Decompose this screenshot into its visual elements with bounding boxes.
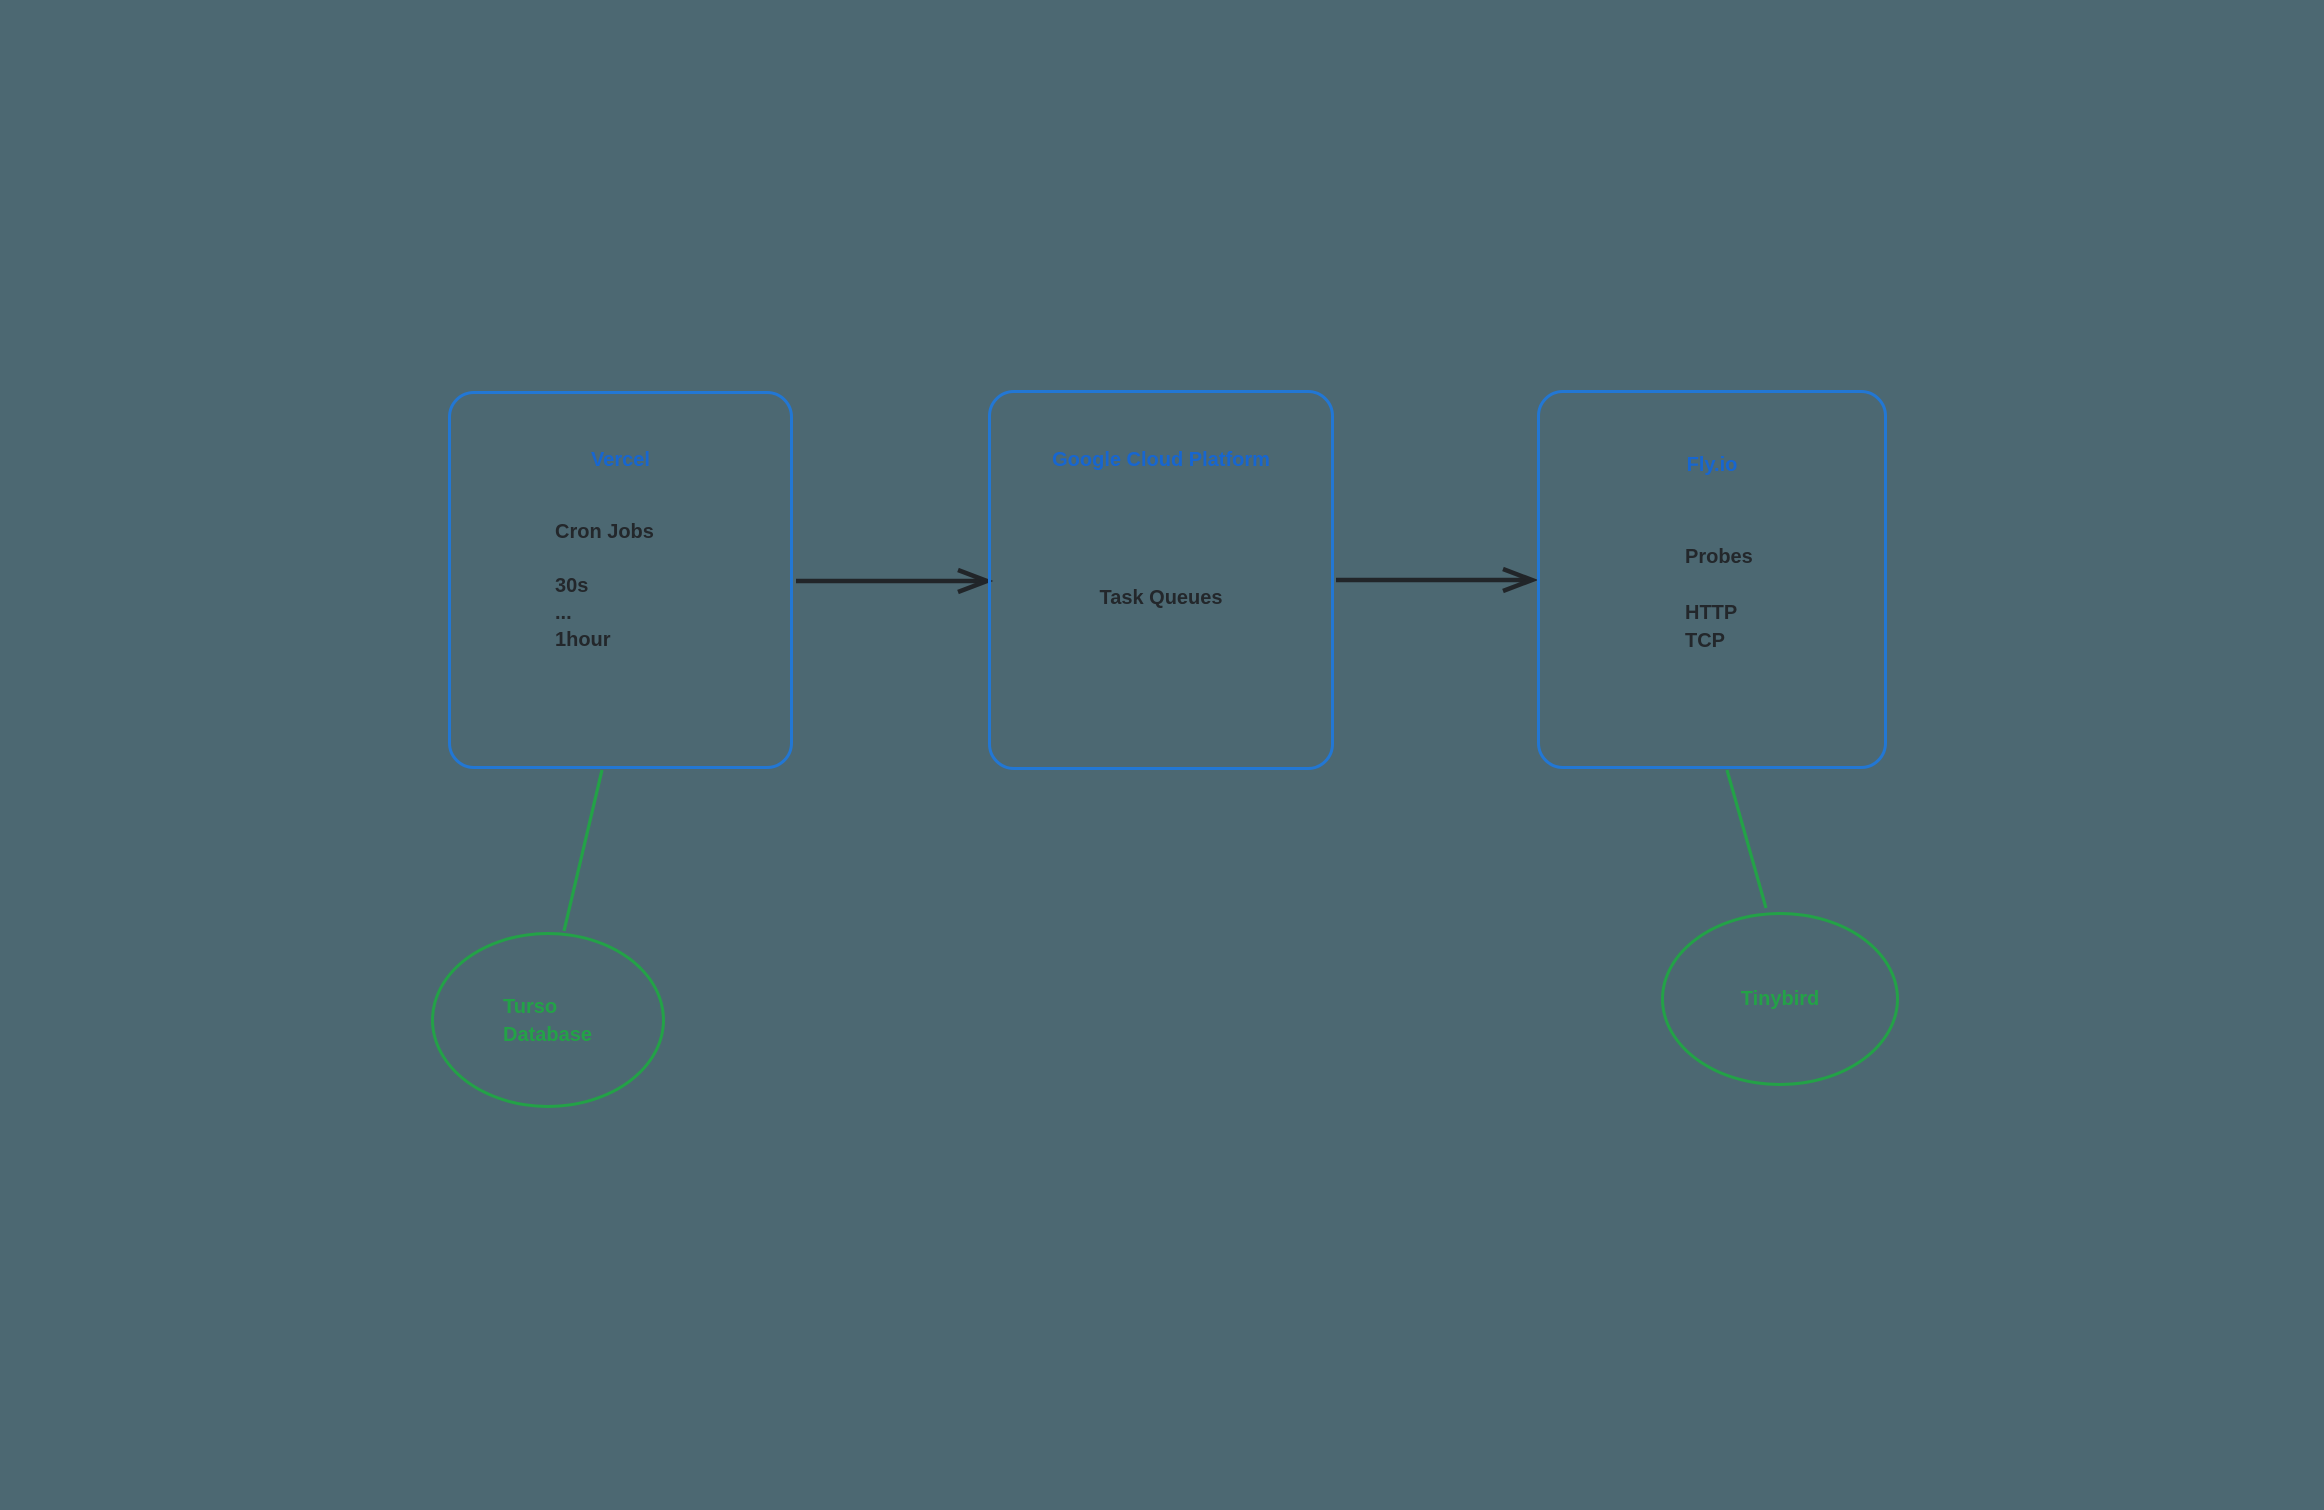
node-vercel-body: Cron Jobs 30s ... 1hour — [555, 521, 654, 651]
ellipse-turso-database-label: Turso Database — [503, 996, 592, 1046]
arrow-vercel-to-gcp — [796, 567, 994, 595]
ellipse-tinybird: Tinybird — [1661, 912, 1899, 1086]
arrow-gcp-to-flyio — [1336, 566, 1539, 594]
node-fly-io-body: Probes HTTP TCP — [1685, 546, 1753, 652]
line-vercel-to-turso — [562, 769, 604, 932]
node-google-cloud-platform-title: Google Cloud Platform — [1052, 449, 1270, 471]
node-google-cloud-platform-body: Task Queues — [1099, 587, 1223, 609]
ellipse-turso-database — [431, 932, 665, 1108]
node-google-cloud-platform: Google Cloud Platform Task Queues — [988, 390, 1334, 770]
node-vercel-title: Vercel — [591, 449, 650, 471]
line-flyio-to-tinybird — [1725, 769, 1768, 909]
node-fly-io-title: Fly.io — [1686, 454, 1738, 476]
node-vercel: Vercel Cron Jobs 30s ... 1hour — [448, 391, 793, 769]
ellipse-tinybird-label: Tinybird — [1740, 988, 1820, 1010]
node-fly-io: Fly.io Probes HTTP TCP — [1537, 390, 1887, 769]
